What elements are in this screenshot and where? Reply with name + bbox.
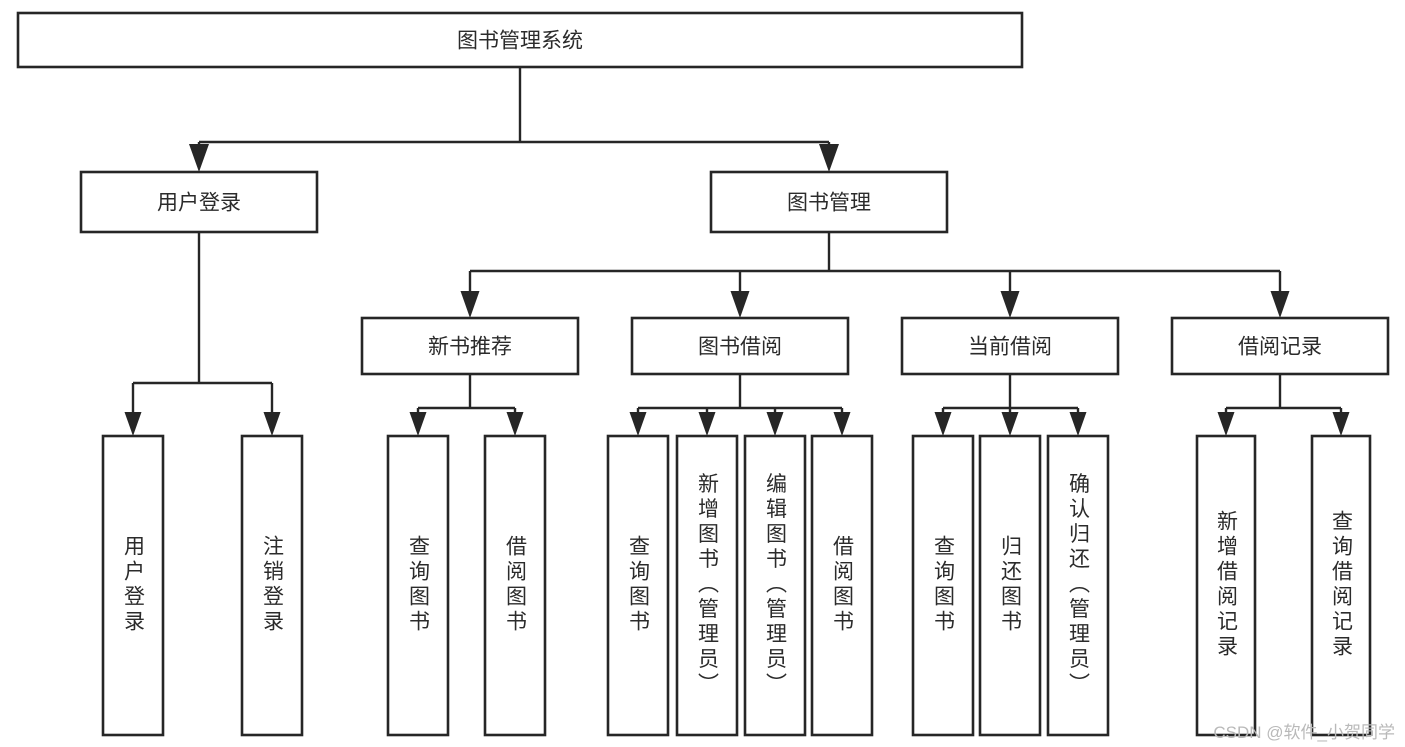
node-book-borrow-label: 图书借阅 — [698, 336, 782, 359]
node-user-login[interactable]: 用户登录 — [79, 170, 319, 234]
arrow-head-icon — [460, 291, 480, 318]
arrow-head-icon — [730, 291, 750, 318]
node-leaf-query-book-1-label: 查询图书 — [407, 535, 431, 635]
node-book-manage-box[interactable] — [709, 170, 949, 234]
arrow-head-icon — [833, 412, 851, 436]
csdn-watermark: CSDN @软件_小贺同学 — [1213, 723, 1395, 742]
node-current-borrow-box[interactable] — [900, 316, 1120, 376]
node-root-label: 图书管理系统 — [457, 30, 583, 53]
node-borrow-record-box[interactable] — [1170, 316, 1390, 376]
node-leaf-query-book-1[interactable]: 查询图书 — [386, 434, 450, 737]
node-leaf-return-book-label: 归还图书 — [999, 535, 1023, 635]
node-leaf-user-login-label: 用户登录 — [122, 535, 146, 635]
node-leaf-add-record[interactable]: 新增借阅记录 — [1195, 434, 1257, 737]
node-root-box[interactable] — [16, 11, 1024, 69]
node-user-login-box[interactable] — [79, 170, 319, 234]
node-leaf-borrow-book-1[interactable]: 借阅图书 — [483, 434, 547, 737]
node-leaf-query-book-3-label: 查询图书 — [932, 535, 956, 635]
node-leaf-borrow-book-1-label: 借阅图书 — [504, 535, 528, 635]
node-leaf-query-record-box[interactable] — [1310, 434, 1372, 737]
node-leaf-return-book[interactable]: 归还图书 — [978, 434, 1042, 737]
arrow-head-icon — [506, 412, 524, 436]
node-leaf-return-book-box[interactable] — [978, 434, 1042, 737]
edges-layer — [124, 67, 1350, 436]
node-leaf-borrow-book-2-label: 借阅图书 — [831, 535, 855, 635]
arrow-head-icon — [934, 412, 952, 436]
node-leaf-query-record[interactable]: 查询借阅记录 — [1310, 434, 1372, 737]
arrow-head-icon — [409, 412, 427, 436]
node-leaf-confirm-return-label: 确认归还（管理员） — [1067, 473, 1091, 698]
node-root[interactable]: 图书管理系统 — [16, 11, 1024, 69]
node-current-borrow[interactable]: 当前借阅 — [900, 316, 1120, 376]
arrow-head-icon — [1332, 412, 1350, 436]
node-leaf-borrow-book-1-box[interactable] — [483, 434, 547, 737]
node-leaf-query-book-3-box[interactable] — [911, 434, 975, 737]
arrow-head-icon — [1270, 291, 1290, 318]
node-leaf-user-logout-box[interactable] — [240, 434, 304, 737]
node-user-login-label: 用户登录 — [157, 192, 241, 215]
node-leaf-query-book-2-box[interactable] — [606, 434, 670, 737]
node-leaf-edit-book-label: 编辑图书（管理员） — [764, 473, 788, 698]
arrow-head-icon — [819, 144, 839, 172]
arrow-head-icon — [189, 144, 209, 172]
node-leaf-confirm-return[interactable]: 确认归还（管理员） — [1046, 434, 1110, 737]
node-leaf-query-book-2-label: 查询图书 — [627, 535, 651, 635]
node-leaf-add-record-box[interactable] — [1195, 434, 1257, 737]
arrow-head-icon — [766, 412, 784, 436]
arrow-head-icon — [1000, 291, 1020, 318]
node-leaf-user-login[interactable]: 用户登录 — [101, 434, 165, 737]
node-new-book-rec-box[interactable] — [360, 316, 580, 376]
arrow-head-icon — [698, 412, 716, 436]
node-leaf-borrow-book-2-box[interactable] — [810, 434, 874, 737]
node-leaf-query-book-2[interactable]: 查询图书 — [606, 434, 670, 737]
node-book-manage[interactable]: 图书管理 — [709, 170, 949, 234]
node-leaf-borrow-book-2[interactable]: 借阅图书 — [810, 434, 874, 737]
node-leaf-edit-book-box[interactable] — [743, 434, 807, 737]
node-borrow-record-label: 借阅记录 — [1238, 336, 1322, 359]
node-book-borrow[interactable]: 图书借阅 — [630, 316, 850, 376]
node-leaf-user-login-box[interactable] — [101, 434, 165, 737]
node-current-borrow-label: 当前借阅 — [968, 336, 1052, 359]
node-new-book-rec[interactable]: 新书推荐 — [360, 316, 580, 376]
node-leaf-user-logout[interactable]: 注销登录 — [240, 434, 304, 737]
node-new-book-rec-label: 新书推荐 — [428, 336, 512, 359]
node-leaf-add-book-label: 新增图书（管理员） — [696, 473, 720, 698]
node-book-borrow-box[interactable] — [630, 316, 850, 376]
node-leaf-add-book[interactable]: 新增图书（管理员） — [675, 434, 739, 737]
arrow-head-icon — [1069, 412, 1087, 436]
node-leaf-add-record-label: 新增借阅记录 — [1215, 510, 1239, 660]
arrow-head-icon — [629, 412, 647, 436]
arrow-head-icon — [263, 412, 281, 436]
arrow-head-icon — [124, 412, 142, 436]
node-book-manage-label: 图书管理 — [787, 192, 871, 215]
node-leaf-add-book-box[interactable] — [675, 434, 739, 737]
node-leaf-query-book-1-box[interactable] — [386, 434, 450, 737]
node-leaf-confirm-return-box[interactable] — [1046, 434, 1110, 737]
node-leaf-user-logout-label: 注销登录 — [261, 535, 285, 635]
node-borrow-record[interactable]: 借阅记录 — [1170, 316, 1390, 376]
node-leaf-query-book-3[interactable]: 查询图书 — [911, 434, 975, 737]
node-leaf-query-record-label: 查询借阅记录 — [1330, 510, 1354, 660]
arrow-head-icon — [1217, 412, 1235, 436]
node-leaf-edit-book[interactable]: 编辑图书（管理员） — [743, 434, 807, 737]
arrow-head-icon — [1001, 412, 1019, 436]
